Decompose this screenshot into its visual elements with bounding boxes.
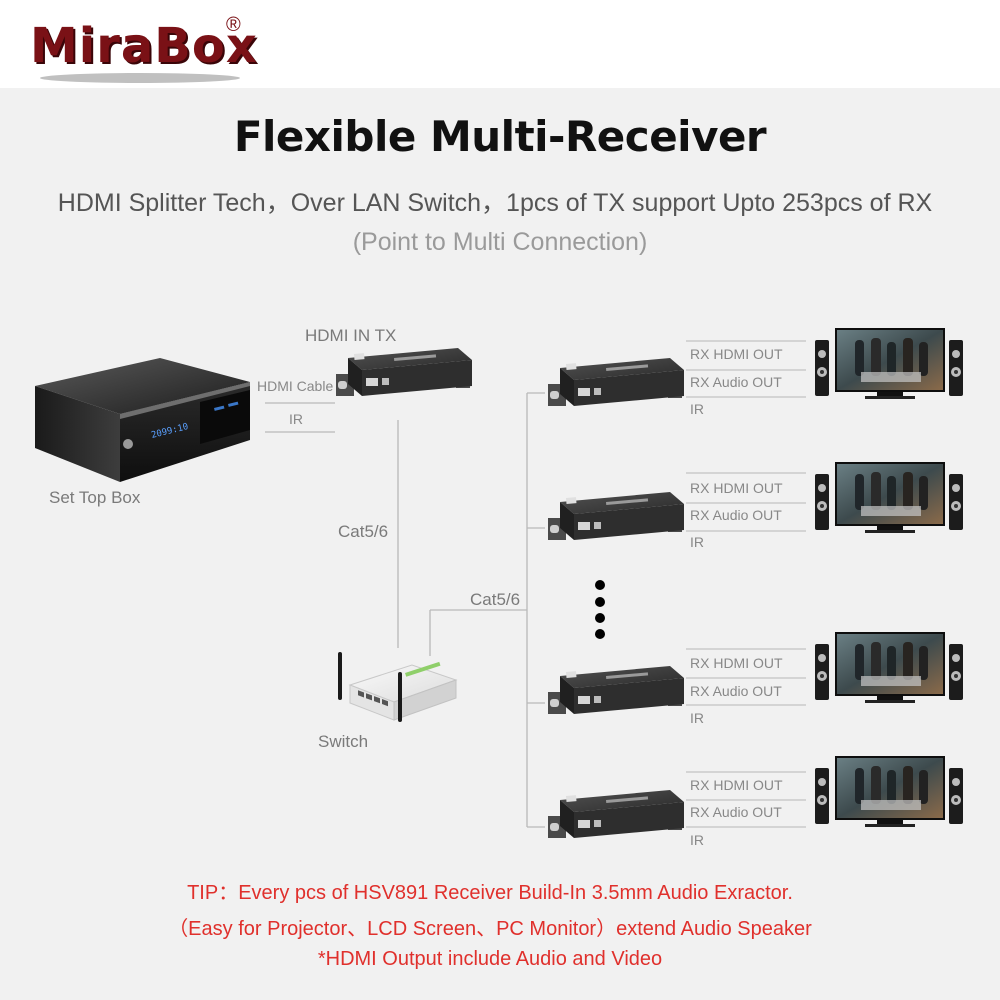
- receiver-device-1: [548, 358, 684, 406]
- rx3-audio-out-label: RX Audio OUT: [690, 683, 782, 699]
- tip-line-3: *HDMI Output include Audio and Video: [317, 948, 663, 970]
- connection-type-subtitle: (Point to Multi Connection): [352, 228, 648, 256]
- registered-mark: ®: [226, 14, 241, 36]
- tv-display-1: [815, 328, 963, 399]
- rx1-audio-out-label: RX Audio OUT: [690, 374, 782, 390]
- transmitter-label: HDMI IN TX: [305, 326, 397, 345]
- rx2-hdmi-out-label: RX HDMI OUT: [690, 480, 783, 496]
- transmitter-device: [336, 348, 472, 396]
- receiver-device-4: [548, 790, 684, 838]
- rx1-ir-label: IR: [690, 401, 704, 417]
- rx2-audio-out-label: RX Audio OUT: [690, 507, 782, 523]
- tv-display-2: [815, 462, 963, 533]
- rx3-ir-label: IR: [690, 710, 704, 726]
- receiver-device-2: [548, 492, 684, 540]
- rx4-audio-out-label: RX Audio OUT: [690, 804, 782, 820]
- cat-cable-label-tx: Cat5/6: [338, 522, 389, 541]
- receiver-device-3: [548, 666, 684, 714]
- cat-cable-label-rx: Cat5/6: [470, 590, 521, 609]
- ir-cable-label: IR: [289, 411, 303, 427]
- network-switch-device: [338, 652, 458, 722]
- brand-logo: MiraBox: [30, 18, 258, 74]
- tv-display-4: [815, 756, 963, 827]
- page-subtitle: HDMI Splitter Tech，Over LAN Switch，1pcs …: [57, 189, 933, 217]
- more-receivers-dots: [595, 580, 605, 639]
- content-background: [0, 88, 1000, 1000]
- rx-output-lines: [686, 340, 806, 828]
- rx4-hdmi-out-label: RX HDMI OUT: [690, 777, 783, 793]
- set-top-box-device: 2099:10: [35, 358, 250, 482]
- tip-line-1: TIP：Every pcs of HSV891 Receiver Build-I…: [187, 882, 793, 904]
- tip-line-2: （Easy for Projector、LCD Screen、PC Monito…: [168, 918, 812, 940]
- rx3-hdmi-out-label: RX HDMI OUT: [690, 655, 783, 671]
- hdmi-cable-label: HDMI Cable: [257, 378, 334, 394]
- rx4-ir-label: IR: [690, 832, 704, 848]
- logo-swoosh: [40, 73, 240, 83]
- cable-lines: [265, 392, 545, 828]
- set-top-box-label: Set Top Box: [49, 488, 141, 507]
- rx1-hdmi-out-label: RX HDMI OUT: [690, 346, 783, 362]
- rx2-ir-label: IR: [690, 534, 704, 550]
- page-title: Flexible Multi-Receiver: [233, 112, 767, 161]
- tv-display-3: [815, 632, 963, 703]
- switch-label: Switch: [318, 732, 369, 751]
